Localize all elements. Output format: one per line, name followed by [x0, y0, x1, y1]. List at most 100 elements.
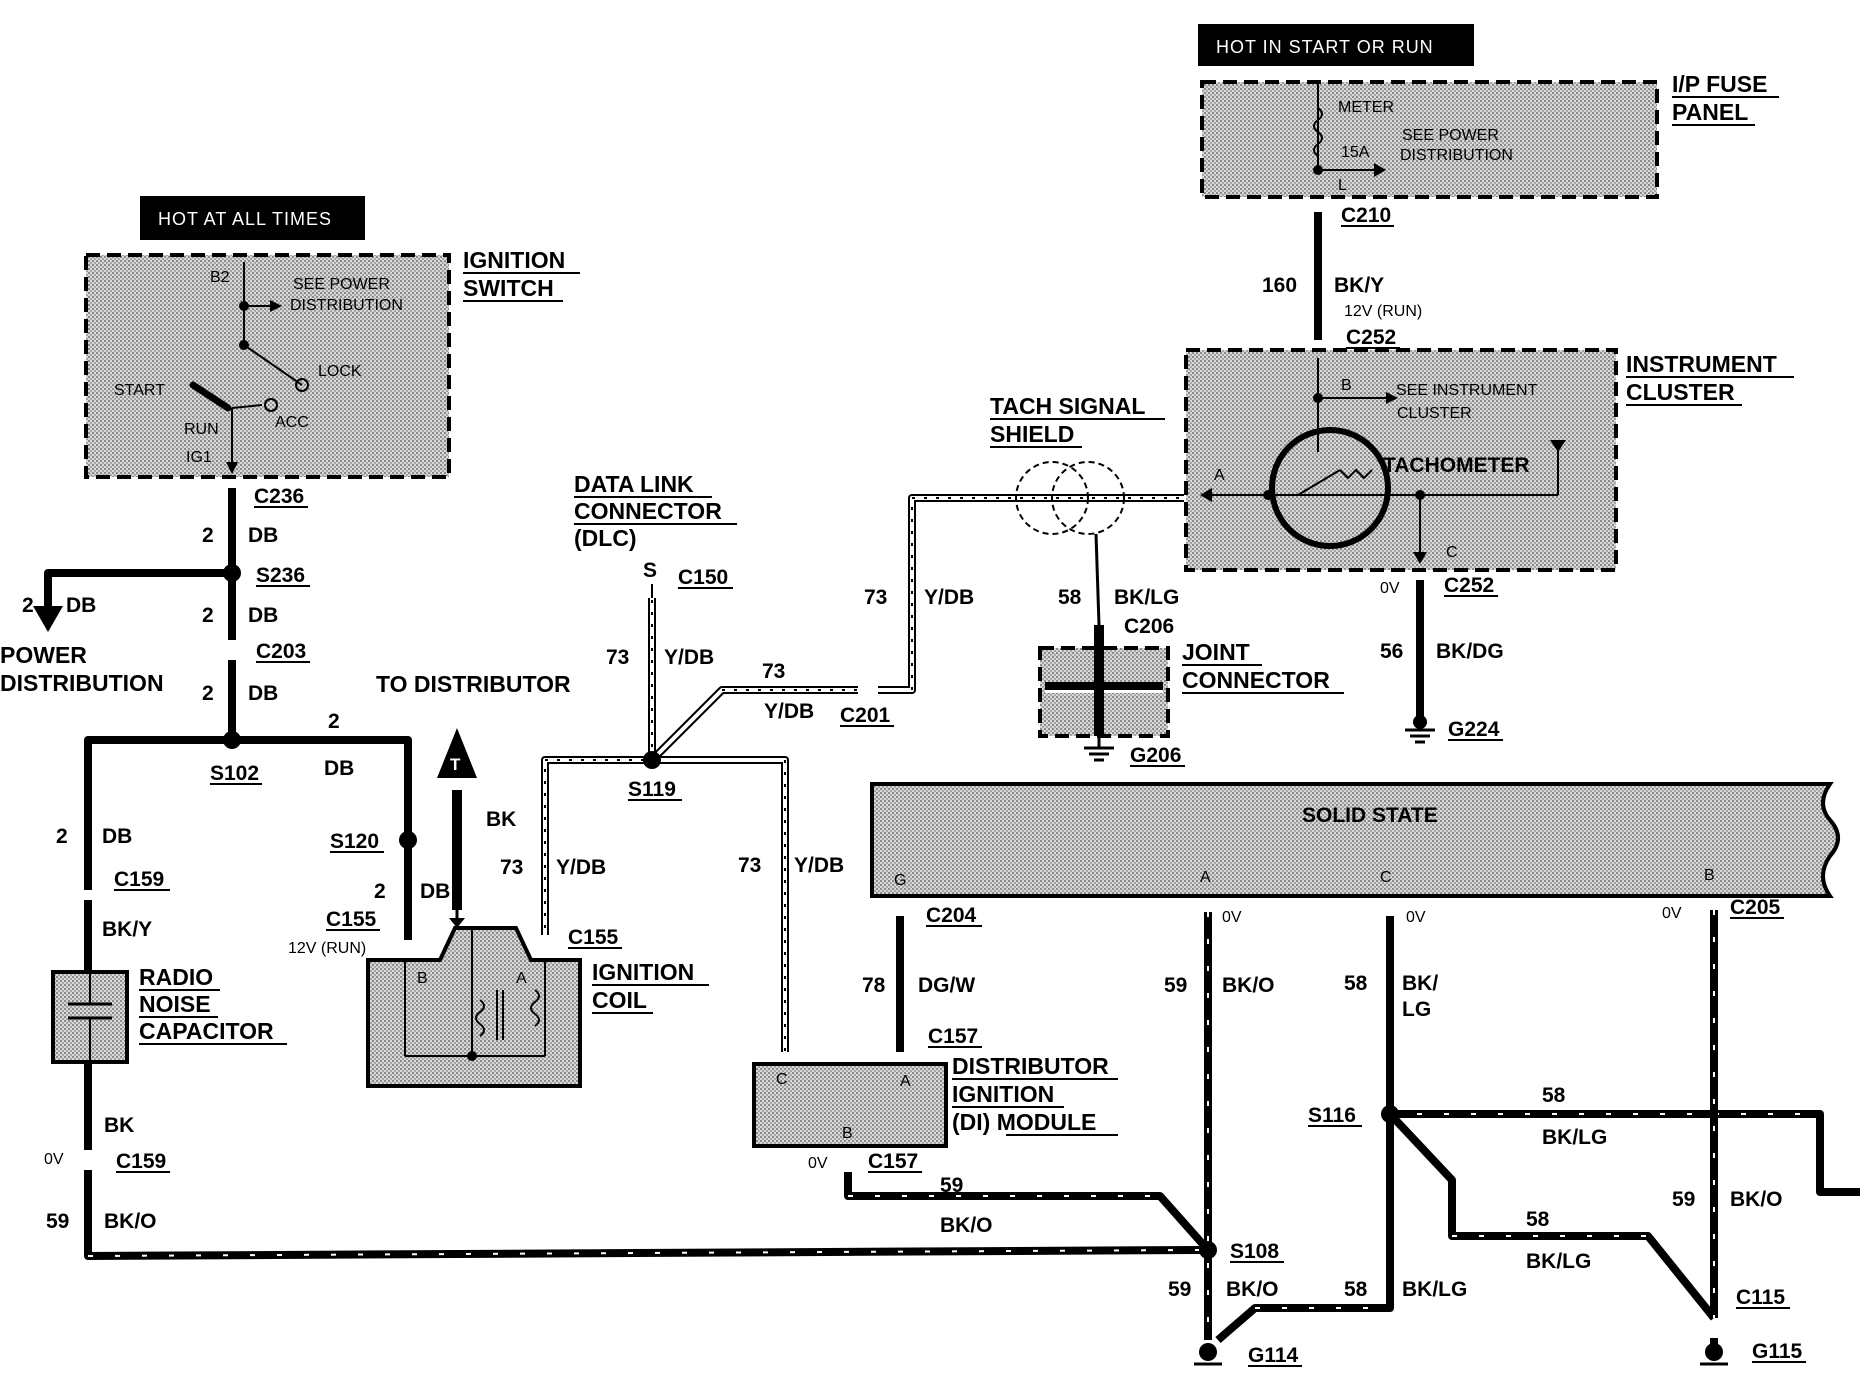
- svg-text:BK/O: BK/O: [104, 1210, 157, 1233]
- dlc-label: CONNECTOR: [574, 498, 722, 524]
- svg-text:73: 73: [738, 854, 761, 877]
- svg-text:BK/O: BK/O: [1226, 1278, 1279, 1301]
- svg-text:58: 58: [1058, 586, 1082, 609]
- ignition-switch-label: SWITCH: [463, 275, 554, 301]
- splice-s119: [643, 751, 661, 769]
- svg-text:56: 56: [1380, 640, 1403, 663]
- svg-text:59: 59: [1168, 1278, 1191, 1301]
- svg-text:0V: 0V: [808, 1155, 828, 1172]
- svg-text:CLUSTER: CLUSTER: [1397, 405, 1472, 422]
- svg-text:C159: C159: [116, 1150, 166, 1173]
- svg-text:S108: S108: [1230, 1240, 1279, 1263]
- svg-text:A: A: [516, 970, 527, 987]
- svg-text:Y/DB: Y/DB: [556, 856, 606, 879]
- svg-text:C206: C206: [1124, 615, 1174, 638]
- svg-text:2: 2: [202, 682, 214, 705]
- hot-at-all-times-banner: HOT AT ALL TIMES: [140, 196, 365, 240]
- svg-text:S116: S116: [1308, 1104, 1356, 1127]
- svg-text:2: 2: [22, 594, 34, 617]
- svg-text:58: 58: [1542, 1084, 1566, 1107]
- svg-text:BK: BK: [486, 808, 516, 831]
- svg-text:SEE POWER: SEE POWER: [293, 276, 390, 293]
- svg-text:73: 73: [762, 660, 785, 683]
- svg-text:BK/O: BK/O: [940, 1214, 993, 1237]
- radio-noise-capacitor-label: RADIO: [139, 964, 213, 990]
- svg-text:0V: 0V: [1222, 909, 1242, 926]
- svg-text:59: 59: [1164, 974, 1187, 997]
- splice-s116: [1381, 1105, 1399, 1123]
- svg-text:BK/O: BK/O: [1730, 1188, 1783, 1211]
- ignition-switch: B2 SEE POWER DISTRIBUTION LOCK START ACC…: [84, 253, 451, 479]
- svg-text:BK/DG: BK/DG: [1436, 640, 1504, 663]
- svg-text:C: C: [776, 1071, 788, 1088]
- svg-text:59: 59: [940, 1174, 963, 1197]
- svg-text:SEE INSTRUMENT: SEE INSTRUMENT: [1396, 382, 1538, 399]
- ip-fuse-panel-label: I/P FUSE: [1672, 71, 1767, 97]
- dlc-label: DATA LINK: [574, 471, 694, 497]
- svg-text:DB: DB: [248, 524, 278, 547]
- svg-text:RUN: RUN: [184, 421, 219, 438]
- svg-text:73: 73: [606, 646, 629, 669]
- joint-connector: [1038, 625, 1170, 762]
- fuse-cluster-wiring: [1314, 212, 1435, 744]
- svg-text:59: 59: [46, 1210, 69, 1233]
- svg-text:12V (RUN): 12V (RUN): [1344, 303, 1422, 320]
- svg-text:C205: C205: [1730, 896, 1781, 919]
- ip-fuse-panel-label: PANEL: [1672, 99, 1748, 125]
- instrument-cluster-label: INSTRUMENT: [1626, 351, 1777, 377]
- radio-noise-capacitor-label: NOISE: [139, 991, 211, 1017]
- svg-text:T: T: [450, 755, 461, 774]
- splice-s108: [1199, 1241, 1217, 1259]
- svg-text:DG/W: DG/W: [918, 974, 975, 997]
- svg-text:C150: C150: [678, 566, 728, 589]
- hot-in-start-or-run-banner: HOT IN START OR RUN: [1198, 24, 1474, 66]
- svg-text:B2: B2: [210, 269, 230, 286]
- svg-text:C115: C115: [1736, 1286, 1785, 1309]
- svg-text:BK/Y: BK/Y: [1334, 274, 1384, 297]
- radio-noise-capacitor: [51, 970, 129, 1064]
- svg-text:IG1: IG1: [186, 449, 212, 466]
- svg-text:S119: S119: [628, 778, 676, 801]
- svg-text:59: 59: [1672, 1188, 1695, 1211]
- svg-text:DB: DB: [102, 825, 132, 848]
- svg-text:Y/DB: Y/DB: [794, 854, 844, 877]
- svg-text:BK/LG: BK/LG: [1402, 1278, 1467, 1301]
- svg-text:G206: G206: [1130, 744, 1181, 767]
- svg-text:73: 73: [500, 856, 523, 879]
- svg-text:58: 58: [1526, 1208, 1550, 1231]
- svg-text:S236: S236: [256, 564, 305, 587]
- svg-text:12V (RUN): 12V (RUN): [288, 940, 366, 957]
- tach-signal-shield-label: TACH SIGNAL: [990, 393, 1145, 419]
- svg-text:C204: C204: [926, 904, 977, 927]
- svg-text:L: L: [1338, 177, 1347, 194]
- svg-text:2: 2: [374, 880, 386, 903]
- svg-text:15A: 15A: [1341, 144, 1370, 161]
- solid-state-module: SOLID STATE G A C B: [870, 782, 1840, 898]
- svg-text:2: 2: [328, 710, 340, 733]
- svg-text:C155: C155: [568, 926, 619, 949]
- svg-text:A: A: [1214, 467, 1225, 484]
- svg-text:C252: C252: [1346, 326, 1396, 349]
- svg-text:DB: DB: [420, 880, 450, 903]
- svg-text:0V: 0V: [1380, 580, 1400, 597]
- power-distribution-label: POWER: [0, 642, 87, 668]
- splice-s102: [223, 731, 241, 749]
- ignition-coil-label: IGNITION: [592, 959, 694, 985]
- svg-text:G: G: [894, 872, 906, 889]
- dlc-label: (DLC): [574, 525, 637, 551]
- svg-text:78: 78: [862, 974, 886, 997]
- svg-text:SEE POWER: SEE POWER: [1402, 127, 1499, 144]
- svg-text:C159: C159: [114, 868, 164, 891]
- radio-noise-capacitor-label: CAPACITOR: [139, 1018, 274, 1044]
- instrument-cluster-label: CLUSTER: [1626, 379, 1735, 405]
- svg-text:G224: G224: [1448, 718, 1500, 741]
- di-module: C A B: [752, 1062, 948, 1148]
- svg-text:BK/Y: BK/Y: [102, 918, 152, 941]
- svg-text:2: 2: [202, 524, 214, 547]
- svg-text:BK/O: BK/O: [1222, 974, 1275, 997]
- svg-text:BK/LG: BK/LG: [1542, 1126, 1607, 1149]
- svg-text:START: START: [114, 382, 165, 399]
- svg-text:DB: DB: [248, 604, 278, 627]
- power-distribution-label: DISTRIBUTION: [0, 670, 164, 696]
